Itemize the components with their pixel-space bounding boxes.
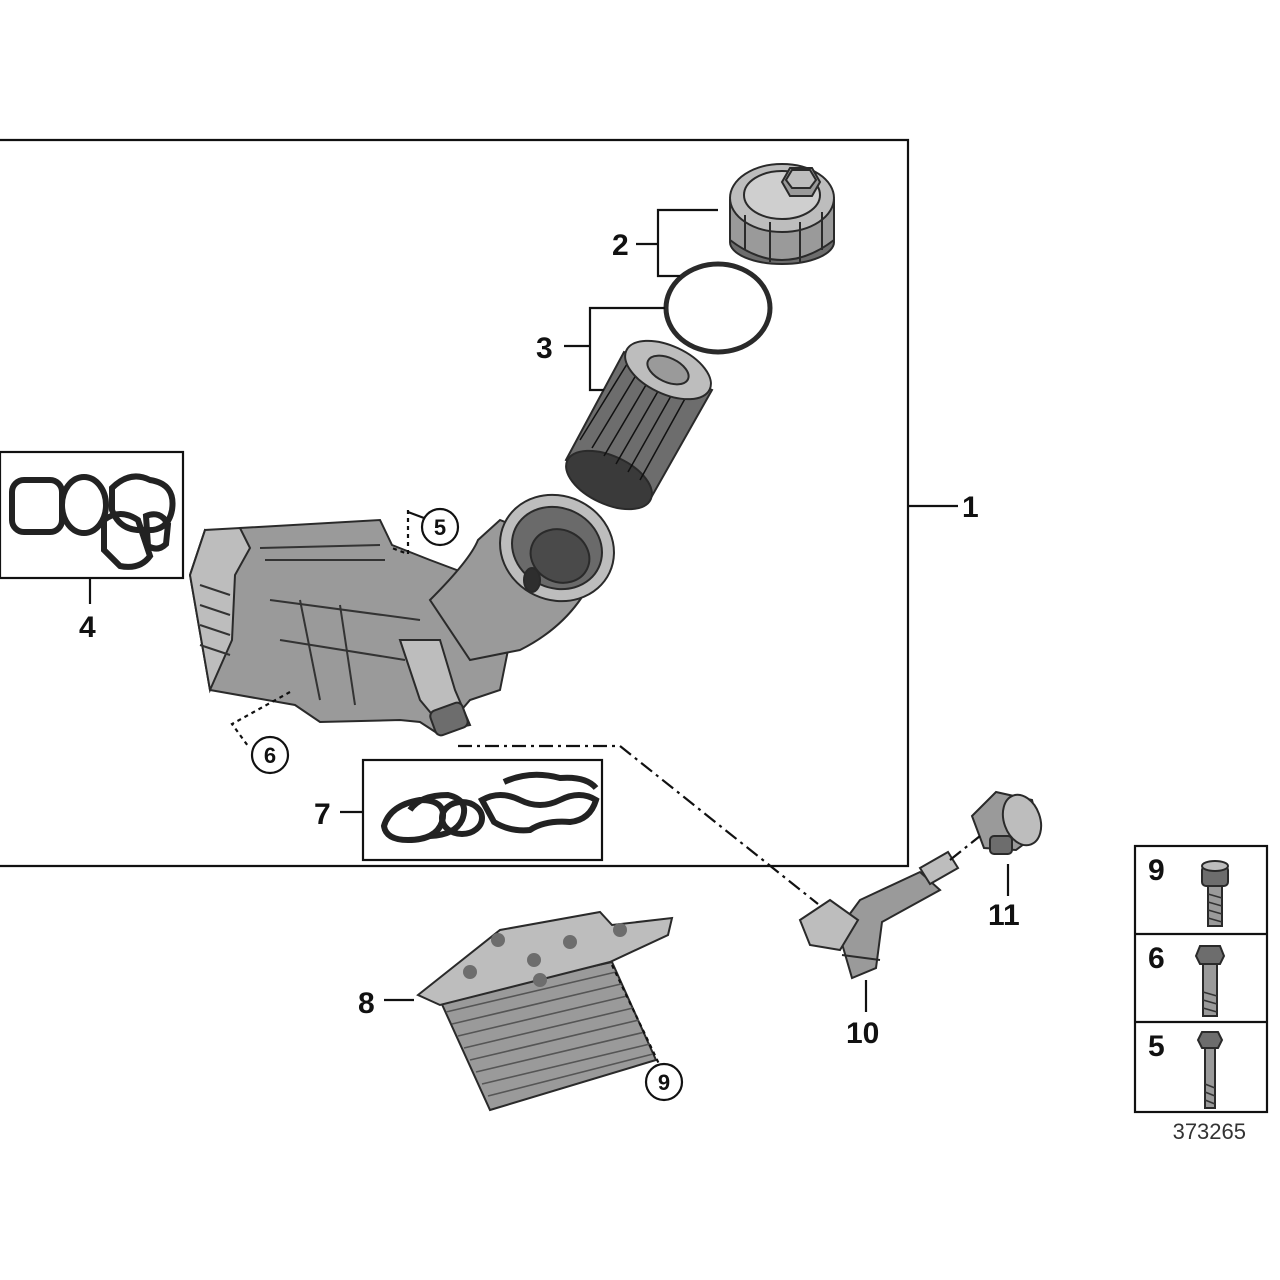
label-7: 7: [314, 798, 331, 831]
fastener-legend: 9 6 5: [1133, 844, 1269, 1114]
gasket-set: [9, 473, 176, 570]
bolt-6-icon: [1194, 945, 1226, 1017]
label-1: 1: [962, 491, 979, 524]
gasket-set-2: [380, 771, 600, 844]
oil-filter-element: [564, 339, 714, 511]
label-4: 4: [79, 611, 96, 644]
svg-text:6: 6: [264, 743, 276, 768]
callout-6: 6: [250, 735, 290, 775]
callout-9: 9: [644, 1062, 684, 1102]
gasket-set-frame: [0, 450, 185, 580]
bolt-9-icon: [1201, 860, 1229, 927]
bolt-5-icon: [1196, 1031, 1224, 1109]
diagram-reference-number: 373265: [1173, 1119, 1246, 1144]
label-11: 11: [988, 899, 1020, 932]
assembly-frame: [0, 138, 910, 868]
coolant-elbow-pipe: [798, 850, 960, 980]
o-ring: [663, 261, 773, 355]
legend-number-9: 9: [1148, 854, 1165, 887]
label-3: 3: [536, 332, 553, 365]
svg-text:5: 5: [434, 515, 446, 540]
oil-filter-housing: [188, 493, 615, 737]
oil-cooler: [416, 910, 674, 1112]
oil-filter-cap: [729, 163, 835, 265]
svg-text:9: 9: [658, 1070, 670, 1095]
callout-5: 5: [420, 507, 460, 547]
label-10: 10: [846, 1017, 879, 1050]
gasket-set-2-frame: [361, 758, 604, 862]
pipe-connector: [970, 790, 1043, 855]
label-2: 2: [612, 229, 629, 262]
label-8: 8: [358, 987, 375, 1020]
legend-number-6: 6: [1148, 942, 1165, 975]
leader-lines: [88, 208, 1010, 1067]
legend-number-5: 5: [1148, 1030, 1165, 1063]
